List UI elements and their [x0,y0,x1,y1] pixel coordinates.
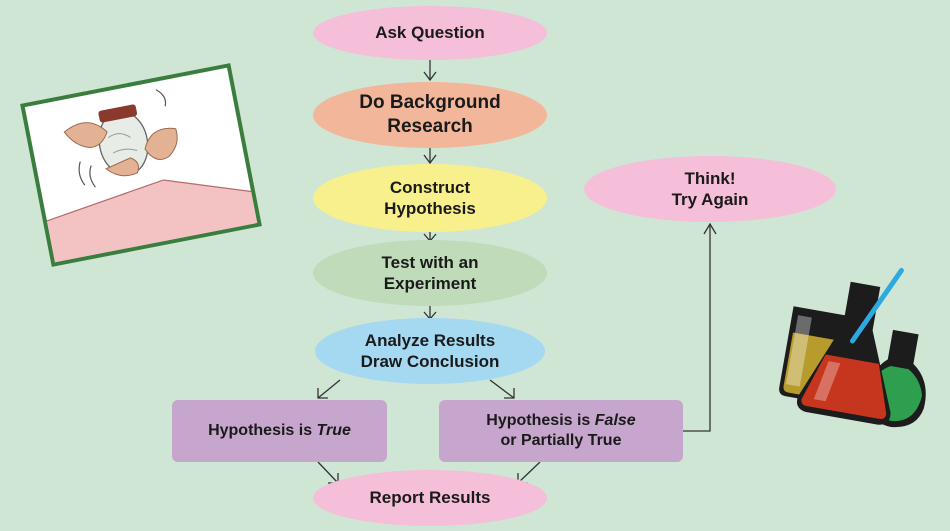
test-experiment-label-2: Experiment [383,274,477,293]
hypothesis-false-node: Hypothesis is False or Partially True [439,400,683,462]
hands-shaking-jar-image [20,63,262,267]
hypothesis-true-label: Hypothesis is True [208,422,351,439]
background-research-node: Do Background Research [313,82,547,148]
try-again-label: Try Again [671,190,749,209]
test-experiment-node: Test with an Experiment [313,240,547,306]
hypothesis-true-node: Hypothesis is True [172,400,387,462]
ask-question-node: Ask Question [313,6,547,60]
construct-hypothesis-label-2: Hypothesis [384,199,476,218]
analyze-results-node: Analyze Results Draw Conclusion [315,318,545,384]
chemistry-flasks-image [779,267,926,428]
test-experiment-label-1: Test with an [381,252,479,272]
hypothesis-false-emphasis: False [594,412,636,429]
hypothesis-false-label-1: Hypothesis is False [486,412,636,429]
construct-hypothesis-label-1: Construct [389,177,471,197]
background-research-label-1: Do Background [359,92,501,114]
hypothesis-false-label-2: or Partially True [500,432,622,449]
construct-hypothesis-node: Construct Hypothesis [313,164,547,232]
analyze-results-label-2: Draw Conclusion [360,352,500,371]
background-research-label-2: Research [387,116,473,137]
report-results-node: Report Results [313,470,547,526]
analyze-results-label-1: Analyze Results [364,330,496,350]
think-try-again-node: Think! Try Again [584,156,836,222]
hypothesis-true-emphasis: True [316,422,351,439]
think-label: Think! [684,168,736,188]
report-results-label: Report Results [369,488,491,508]
ask-question-label: Ask Question [375,23,485,43]
